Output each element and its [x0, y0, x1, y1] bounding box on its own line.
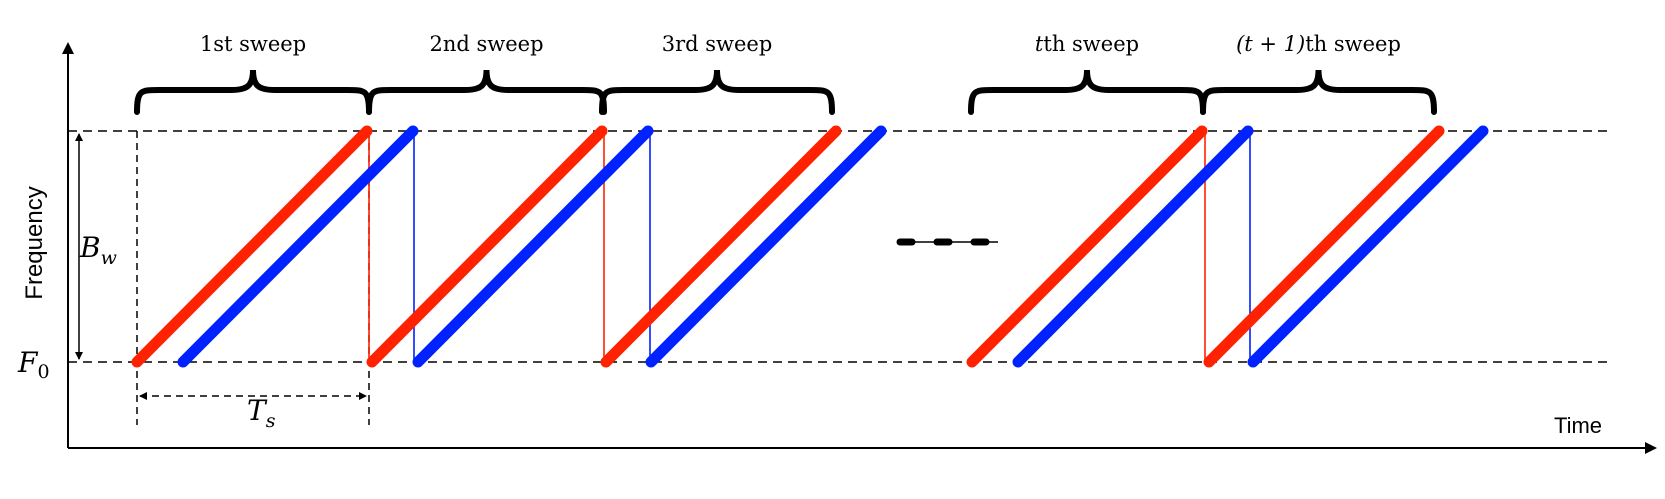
f0-label: F0: [17, 346, 50, 383]
receive-chirp-ramp: [177, 125, 419, 368]
sweep-label: 3rd sweep: [662, 32, 773, 56]
transmit-chirp-ramp: [131, 125, 373, 368]
chirp-ramps: [131, 125, 1489, 368]
receive-chirp-ramp: [645, 125, 887, 368]
sweep-brace: [366, 69, 607, 115]
x-axis-label: Time: [1554, 413, 1602, 438]
receive-chirp-ramp: [1012, 125, 1254, 368]
sweep-label: 2nd sweep: [429, 32, 543, 56]
transmit-chirp-ramp: [600, 125, 842, 368]
sweep-label: 1st sweep: [200, 32, 306, 56]
sweep-label: tth sweep: [1035, 32, 1139, 56]
transmit-chirp-ramp: [966, 125, 1208, 368]
sweep-label: (t + 1)th sweep: [1236, 32, 1401, 56]
bw-label: Bw: [79, 231, 117, 269]
transmit-chirp-ramp: [1203, 125, 1445, 368]
ts-label: Ts: [247, 394, 276, 432]
sweep-brace: [134, 69, 372, 115]
receive-chirp-ramp: [412, 125, 654, 368]
sweep-braces: 1st sweep 2nd sweep 3rd sweep tth sweep (t +…: [134, 32, 1437, 115]
sweep-brace: [968, 69, 1206, 115]
transmit-chirp-ramp: [366, 125, 608, 368]
sweep-brace: [599, 69, 835, 115]
receive-chirp-ramp: [1247, 125, 1489, 368]
sweep-brace: [1200, 69, 1437, 115]
y-axis-label: Frequency: [21, 186, 48, 299]
